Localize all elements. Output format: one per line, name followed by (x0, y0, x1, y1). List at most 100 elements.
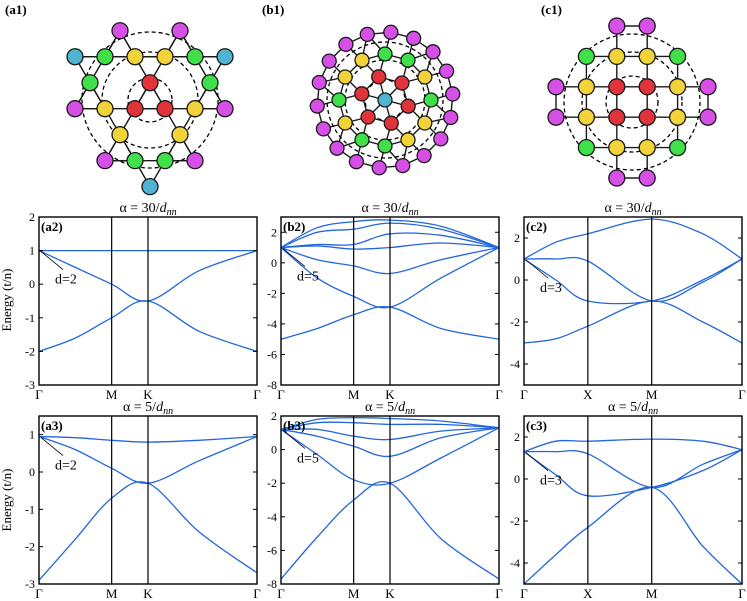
neighbor-ring (81, 31, 219, 169)
x-tick-label: Γ (495, 387, 503, 402)
bonds (555, 25, 709, 179)
title-var: d (402, 201, 410, 216)
lattice-site (638, 17, 656, 35)
annotation-pointer (282, 430, 306, 449)
title-prefix: α = 5/ (608, 400, 641, 415)
panel-title: α = 30/dnn (604, 201, 661, 218)
band-line (39, 300, 257, 353)
lattice-site (96, 48, 114, 66)
annotation-pointer (282, 248, 306, 267)
x-tick-label: Γ (520, 387, 528, 402)
x-tick-label: K (385, 387, 395, 402)
lattice-site (423, 92, 439, 108)
title-var: d (156, 400, 164, 415)
lattice-site (186, 152, 204, 170)
lattice-site (329, 140, 345, 156)
y-tick-label: -2 (510, 514, 520, 528)
y-tick-label: -4 (510, 357, 520, 371)
band-line (281, 246, 499, 275)
y-tick-label: -4 (510, 556, 520, 570)
band-line (281, 232, 499, 249)
annotation-label: d=2 (55, 459, 77, 474)
lattice-site (668, 138, 687, 157)
lattice-site (699, 78, 717, 96)
lattice-site (156, 152, 174, 170)
band-line (39, 435, 257, 484)
lattice-site (315, 121, 332, 137)
y-tick-label: -4 (267, 510, 277, 524)
y-tick-label: -4 (267, 317, 277, 331)
panel-label: (b1) (262, 2, 284, 17)
lattice-site (400, 132, 416, 148)
title-prefix: α = 30/ (361, 201, 401, 216)
panel-label: (a3) (41, 418, 63, 433)
title-prefix: α = 5/ (123, 400, 156, 415)
lattice-site (577, 47, 596, 66)
lattice-site (416, 147, 432, 164)
lattice-site (321, 53, 337, 69)
lattice-site (547, 78, 565, 96)
lattice-site (111, 22, 129, 40)
x-tick-label: Γ (35, 586, 43, 601)
lattice-site (445, 86, 461, 102)
lattice-site (417, 69, 433, 85)
band-line (281, 421, 499, 431)
lattice-site (338, 36, 354, 53)
title-var: d (160, 201, 168, 216)
x-tick-label: Γ (738, 586, 746, 601)
band-line (281, 305, 499, 340)
lattice-diagrams: (a1)(b1)(c1) (5, 2, 717, 196)
sites (309, 24, 461, 176)
lattice-site (638, 169, 656, 187)
x-tick-label: M (106, 586, 118, 601)
panel-label: (c1) (541, 2, 562, 17)
lattice-site (608, 108, 626, 126)
lattice-site (400, 52, 416, 68)
title-sub: nn (405, 406, 415, 417)
title-prefix: α = 30/ (604, 201, 644, 216)
y-tick-label: -2 (510, 315, 520, 329)
title-sub: nn (409, 207, 419, 218)
lattice-site (668, 108, 687, 126)
title-prefix: α = 5/ (365, 400, 398, 415)
lattice-site (638, 108, 656, 126)
y-tick-label: -6 (267, 543, 277, 557)
title-prefix: α = 30/ (119, 201, 159, 216)
lattice-site (577, 108, 596, 126)
lattice-site (359, 26, 375, 42)
lattice-site (608, 138, 626, 157)
band-line (39, 249, 257, 302)
annotation-label: d=2 (55, 273, 77, 288)
lattice-site (66, 48, 84, 66)
lattice-site (201, 74, 219, 92)
y-tick-label: -1 (25, 311, 35, 325)
band-line (524, 449, 742, 497)
lattice-site (337, 115, 353, 131)
panel-label: (b2) (283, 219, 305, 234)
title-var: d (398, 400, 406, 415)
panel-title: α = 5/dnn (123, 400, 173, 417)
lattice-site (394, 75, 410, 91)
y-tick-label: -2 (25, 540, 35, 554)
plot-frame (523, 216, 743, 386)
lattice-site (309, 98, 325, 114)
bands (39, 249, 257, 353)
plot-frame (523, 415, 743, 585)
band-line (281, 222, 499, 249)
lattice-site (417, 115, 433, 131)
x-tick-label: M (646, 586, 658, 601)
lattice-site (608, 47, 626, 66)
lattice-site (354, 132, 370, 148)
lattice-site (96, 100, 114, 118)
lattice-site (395, 158, 411, 174)
band-line (281, 219, 499, 249)
band-line (281, 427, 499, 458)
y-tick-label: -3 (25, 378, 35, 392)
y-tick-label: -8 (267, 577, 277, 591)
lattice-site (111, 126, 129, 144)
panel-title: α = 30/dnn (361, 201, 418, 218)
neighbor-ring (101, 51, 199, 149)
lattice-site (668, 47, 687, 66)
